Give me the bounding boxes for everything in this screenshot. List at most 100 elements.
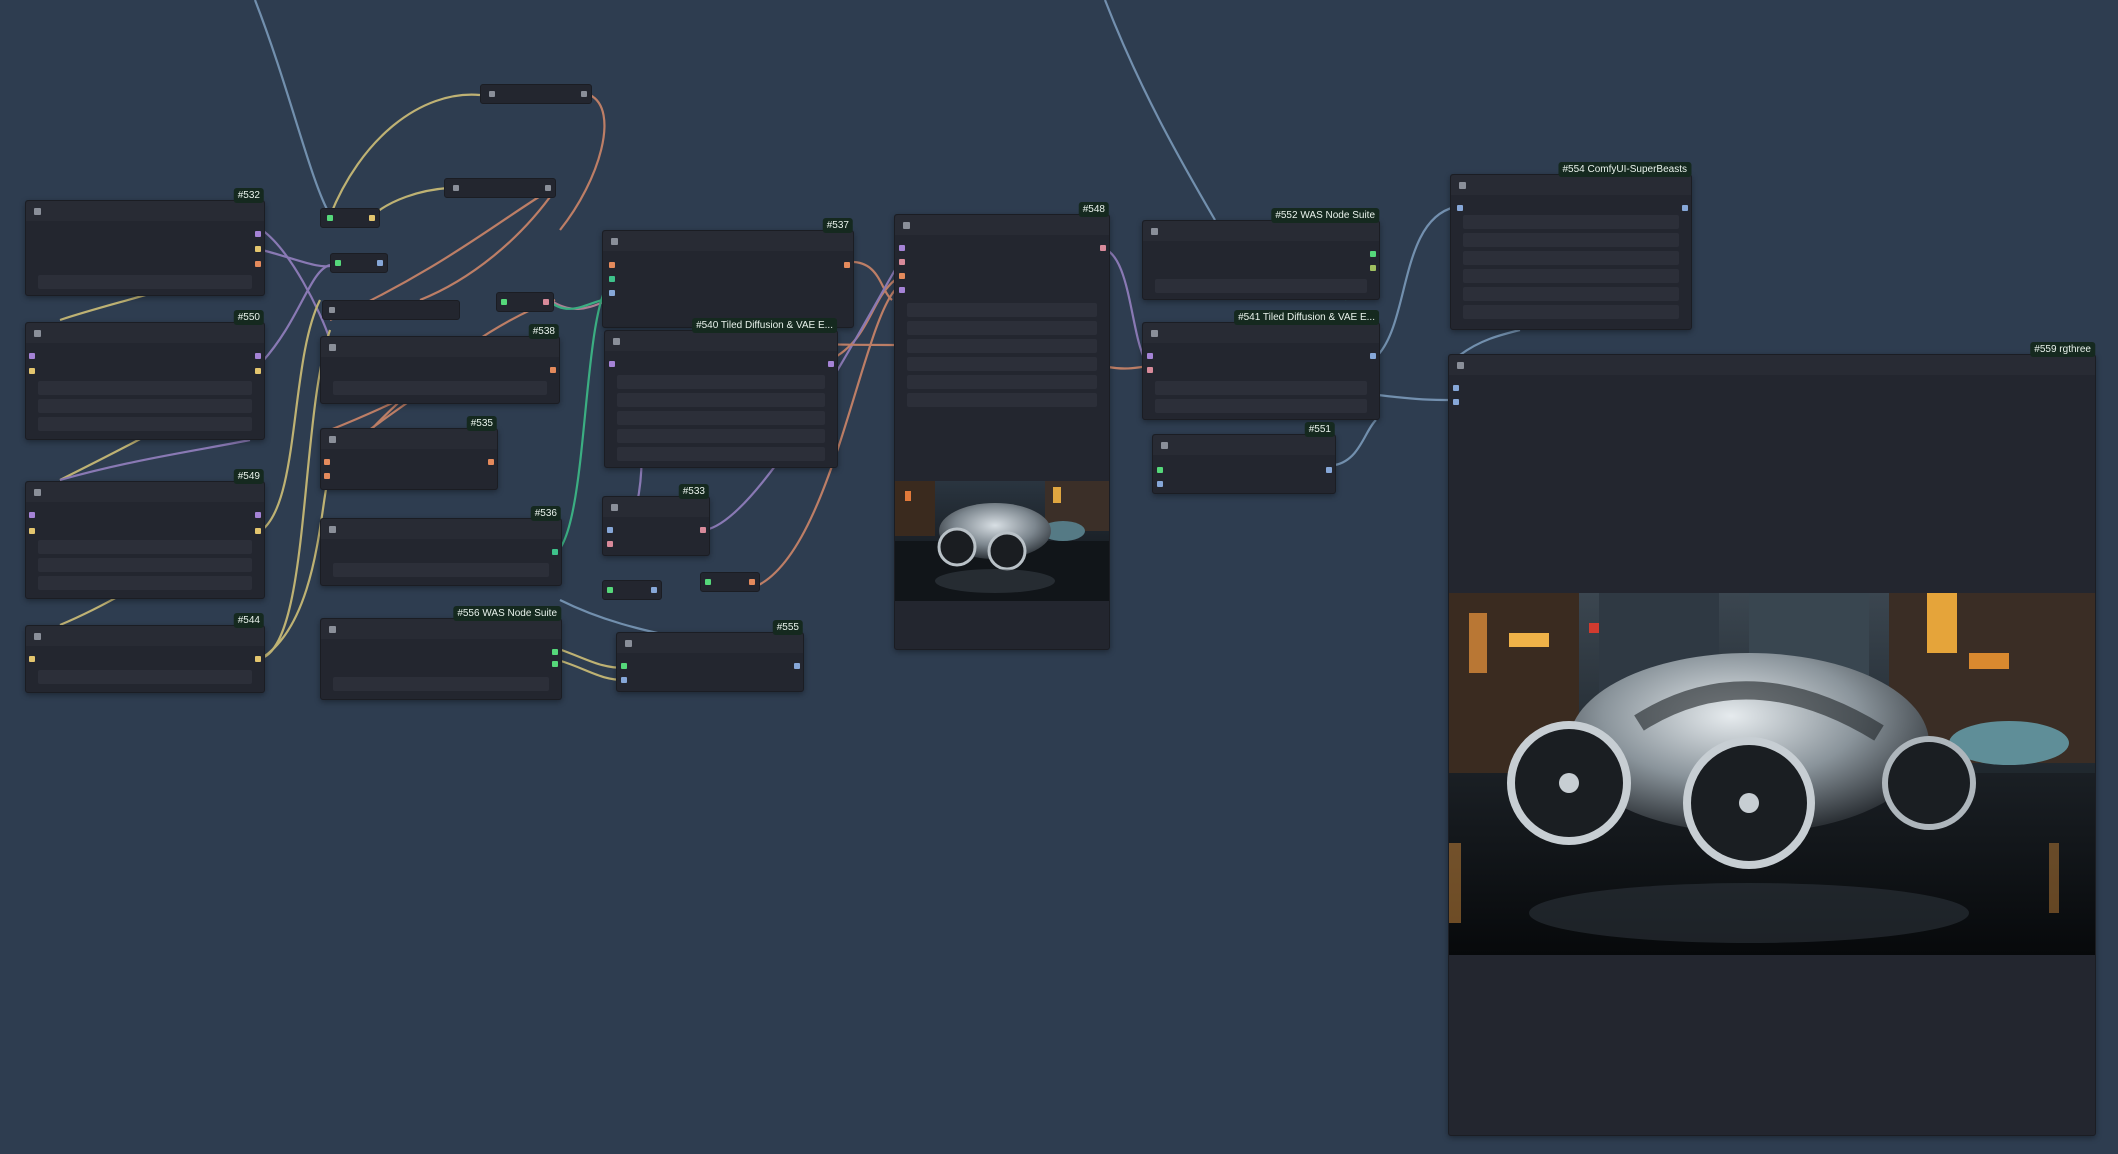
- node-collapse-icon[interactable]: [1151, 330, 1158, 337]
- node-532[interactable]: #532: [25, 188, 265, 296]
- node-537[interactable]: #537: [602, 218, 854, 328]
- output-port[interactable]: [1370, 353, 1376, 359]
- node-collapse-icon[interactable]: [611, 504, 618, 511]
- node-header[interactable]: [895, 215, 1109, 235]
- output-port[interactable]: [581, 91, 587, 97]
- input-port[interactable]: [1457, 205, 1463, 211]
- node-collapse-icon[interactable]: [34, 489, 41, 496]
- node-widget[interactable]: [38, 576, 252, 590]
- input-port[interactable]: [609, 290, 615, 296]
- output-port[interactable]: [552, 661, 558, 667]
- reroute-node[interactable]: [330, 253, 388, 273]
- input-port[interactable]: [324, 459, 330, 465]
- node-collapse-icon[interactable]: [1161, 442, 1168, 449]
- input-port[interactable]: [621, 663, 627, 669]
- node-widget[interactable]: [907, 321, 1097, 335]
- node-555[interactable]: #555: [616, 620, 804, 692]
- output-port[interactable]: [844, 262, 850, 268]
- output-port[interactable]: [794, 663, 800, 669]
- node-collapse-icon[interactable]: [1457, 362, 1464, 369]
- node-widget[interactable]: [907, 393, 1097, 407]
- output-port[interactable]: [1682, 205, 1688, 211]
- node-widget[interactable]: [907, 357, 1097, 371]
- node-collapse-icon[interactable]: [329, 626, 336, 633]
- node-widget[interactable]: [1155, 279, 1367, 293]
- node-header[interactable]: [26, 626, 264, 646]
- reroute-node[interactable]: [602, 580, 662, 600]
- node-540[interactable]: #540 Tiled Diffusion & VAE E...: [604, 318, 838, 468]
- node-header[interactable]: [26, 201, 264, 221]
- output-port[interactable]: [255, 368, 261, 374]
- input-port[interactable]: [29, 368, 35, 374]
- input-port[interactable]: [899, 259, 905, 265]
- input-port[interactable]: [29, 528, 35, 534]
- node-header[interactable]: [26, 482, 264, 502]
- output-port[interactable]: [550, 367, 556, 373]
- node-header[interactable]: [321, 337, 559, 357]
- node-widget[interactable]: [333, 677, 549, 691]
- input-port[interactable]: [1157, 481, 1163, 487]
- input-port[interactable]: [899, 287, 905, 293]
- reroute-node[interactable]: [480, 84, 592, 104]
- node-widget[interactable]: [38, 417, 252, 431]
- output-port[interactable]: [255, 656, 261, 662]
- node-544[interactable]: #544: [25, 613, 265, 693]
- node-538[interactable]: #538: [320, 324, 560, 404]
- node-collapse-icon[interactable]: [34, 208, 41, 215]
- output-port[interactable]: [255, 261, 261, 267]
- input-port[interactable]: [489, 91, 495, 97]
- node-collapse-icon[interactable]: [1459, 182, 1466, 189]
- input-port[interactable]: [609, 361, 615, 367]
- output-port[interactable]: [255, 246, 261, 252]
- reroute-node[interactable]: [496, 292, 554, 312]
- node-widget[interactable]: [907, 375, 1097, 389]
- input-port[interactable]: [1147, 367, 1153, 373]
- input-port[interactable]: [705, 579, 711, 585]
- node-header[interactable]: [1153, 435, 1335, 455]
- input-port[interactable]: [29, 512, 35, 518]
- node-header[interactable]: [1449, 355, 2095, 375]
- output-port[interactable]: [369, 215, 375, 221]
- input-port[interactable]: [609, 262, 615, 268]
- node-widget[interactable]: [1463, 215, 1679, 229]
- output-port[interactable]: [255, 528, 261, 534]
- node-widget[interactable]: [617, 393, 825, 407]
- input-port[interactable]: [29, 353, 35, 359]
- output-port[interactable]: [543, 299, 549, 305]
- generated-car-image-icon[interactable]: [1449, 593, 2095, 955]
- input-port[interactable]: [324, 473, 330, 479]
- output-port[interactable]: [377, 260, 383, 266]
- node-collapse-icon[interactable]: [903, 222, 910, 229]
- node-widget[interactable]: [1463, 269, 1679, 283]
- node-widget[interactable]: [1463, 305, 1679, 319]
- node-collapse-icon[interactable]: [34, 330, 41, 337]
- node-widget[interactable]: [907, 303, 1097, 317]
- node-533[interactable]: #533: [602, 484, 710, 556]
- node-554[interactable]: #554 ComfyUI-SuperBeasts: [1450, 162, 1692, 330]
- node-header[interactable]: [321, 519, 561, 539]
- node-widget[interactable]: [1463, 251, 1679, 265]
- output-port[interactable]: [552, 649, 558, 655]
- node-collapse-icon[interactable]: [611, 238, 618, 245]
- node-collapse-icon[interactable]: [34, 633, 41, 640]
- node-collapse-icon[interactable]: [329, 526, 336, 533]
- input-port[interactable]: [501, 299, 507, 305]
- node-556[interactable]: #556 WAS Node Suite: [320, 606, 562, 700]
- node-widget[interactable]: [907, 339, 1097, 353]
- input-port[interactable]: [1157, 467, 1163, 473]
- node-widget[interactable]: [333, 563, 549, 577]
- output-port[interactable]: [1100, 245, 1106, 251]
- node-widget[interactable]: [617, 411, 825, 425]
- node-541[interactable]: #541 Tiled Diffusion & VAE E...: [1142, 310, 1380, 420]
- node-widget[interactable]: [617, 429, 825, 443]
- node-550[interactable]: #550: [25, 310, 265, 440]
- input-port[interactable]: [1147, 353, 1153, 359]
- reroute-node[interactable]: [444, 178, 556, 198]
- output-port[interactable]: [1370, 265, 1376, 271]
- node-header[interactable]: [1143, 323, 1379, 343]
- input-port[interactable]: [453, 185, 459, 191]
- node-widget[interactable]: [38, 399, 252, 413]
- node-header[interactable]: [1143, 221, 1379, 241]
- node-536[interactable]: #536: [320, 506, 562, 586]
- node-widget[interactable]: [1463, 233, 1679, 247]
